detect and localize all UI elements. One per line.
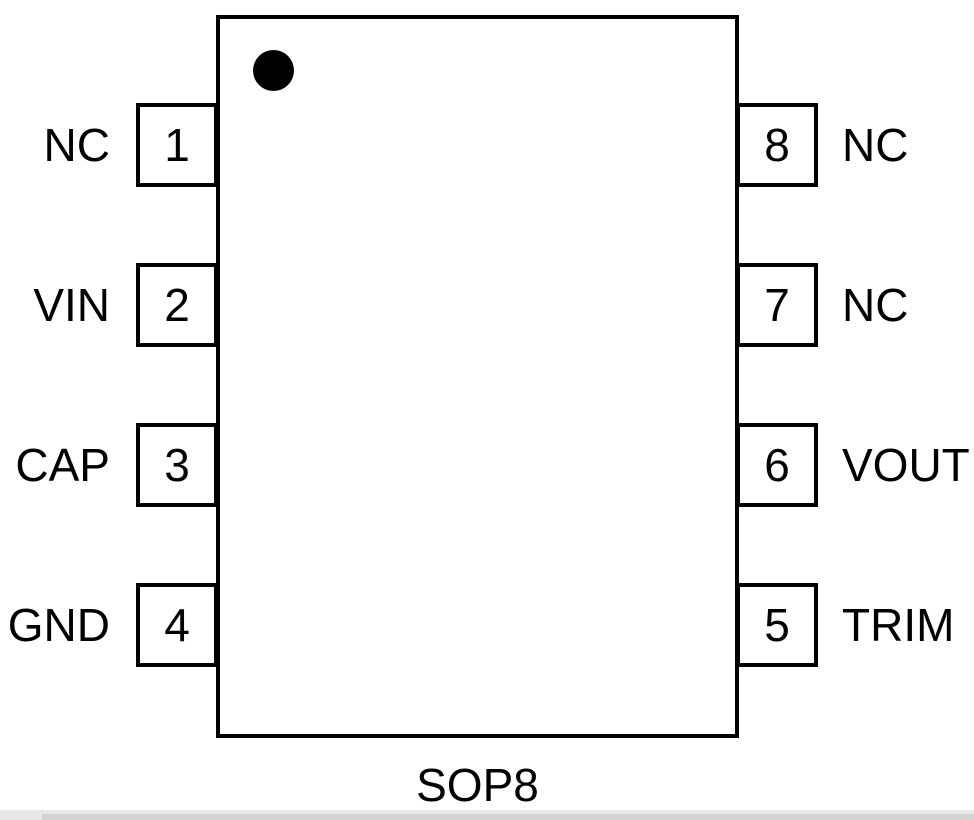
horizontal-scrollbar-thumb[interactable] (42, 814, 974, 820)
pin-6-label: VOUT (842, 439, 970, 491)
pin-2-box: 2 (136, 263, 218, 347)
pin-8-box: 8 (736, 103, 818, 187)
pin-7-box: 7 (736, 263, 818, 347)
pin-6-box: 6 (736, 423, 818, 507)
pin-4-label: GND (7, 599, 110, 651)
pin-row-3-6: CAP 3 6 VOUT (0, 423, 974, 507)
pin-5-label: TRIM (842, 599, 955, 651)
horizontal-scrollbar[interactable] (0, 810, 974, 820)
pin-3-box: 3 (136, 423, 218, 507)
pin-2-label: VIN (33, 279, 110, 331)
pin-4-box: 4 (136, 583, 218, 667)
pin-7-label: NC (842, 279, 909, 331)
package-name-label: SOP8 (416, 759, 539, 811)
pin-row-4-5: GND 4 5 TRIM (0, 583, 974, 667)
pin-1-label: NC (43, 119, 110, 171)
ic-body (216, 15, 739, 738)
pin-5-box: 5 (736, 583, 818, 667)
pin-8-label: NC (842, 119, 909, 171)
pin1-indicator-icon (253, 50, 294, 91)
pin-3-label: CAP (15, 439, 110, 491)
pin-row-2-7: VIN 2 7 NC (0, 263, 974, 347)
pin-1-box: 1 (136, 103, 218, 187)
pin-row-1-8: NC 1 8 NC (0, 103, 974, 187)
